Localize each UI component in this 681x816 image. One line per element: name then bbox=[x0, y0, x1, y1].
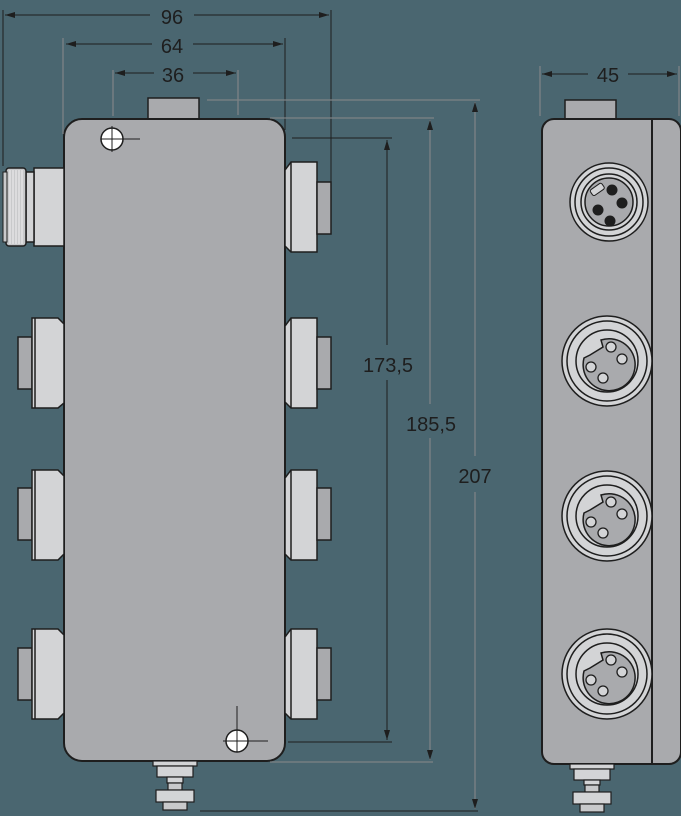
dim-body-width: 64 bbox=[161, 36, 183, 58]
dim-overall-height: 207 bbox=[458, 466, 491, 488]
connector-left-2 bbox=[17, 317, 65, 409]
dim-hole-spacing-x: 36 bbox=[162, 65, 184, 87]
connector-right-2 bbox=[284, 317, 332, 409]
connector-face-2 bbox=[561, 315, 653, 407]
side-top-tab bbox=[564, 99, 617, 121]
dim-overall-width: 96 bbox=[161, 7, 183, 29]
mounting-hole-top bbox=[100, 126, 140, 152]
dim-hole-spacing-y: 173,5 bbox=[363, 355, 413, 377]
mounting-hole-bottom bbox=[223, 706, 268, 753]
connector-right-3 bbox=[284, 469, 332, 561]
front-view bbox=[2, 97, 332, 811]
front-dimensions: 96 64 36 173,5 185,5 207 bbox=[2, 7, 492, 812]
ground-stud-front bbox=[152, 760, 198, 811]
dim-depth: 45 bbox=[597, 65, 619, 87]
connector-face-4 bbox=[561, 628, 653, 720]
connector-left-4 bbox=[17, 628, 65, 720]
connector-face-1 bbox=[569, 162, 649, 242]
housing-body bbox=[63, 118, 286, 762]
connector-left-3 bbox=[17, 469, 65, 561]
top-label-tab bbox=[147, 97, 200, 121]
connector-face-3 bbox=[561, 470, 653, 562]
connector-right-4 bbox=[284, 628, 332, 720]
connector-right-1 bbox=[284, 161, 332, 253]
ground-stud-side bbox=[569, 763, 615, 813]
dim-body-height: 185,5 bbox=[406, 414, 456, 436]
threaded-connector-left-top bbox=[2, 167, 65, 247]
side-view: 45 bbox=[539, 65, 681, 813]
